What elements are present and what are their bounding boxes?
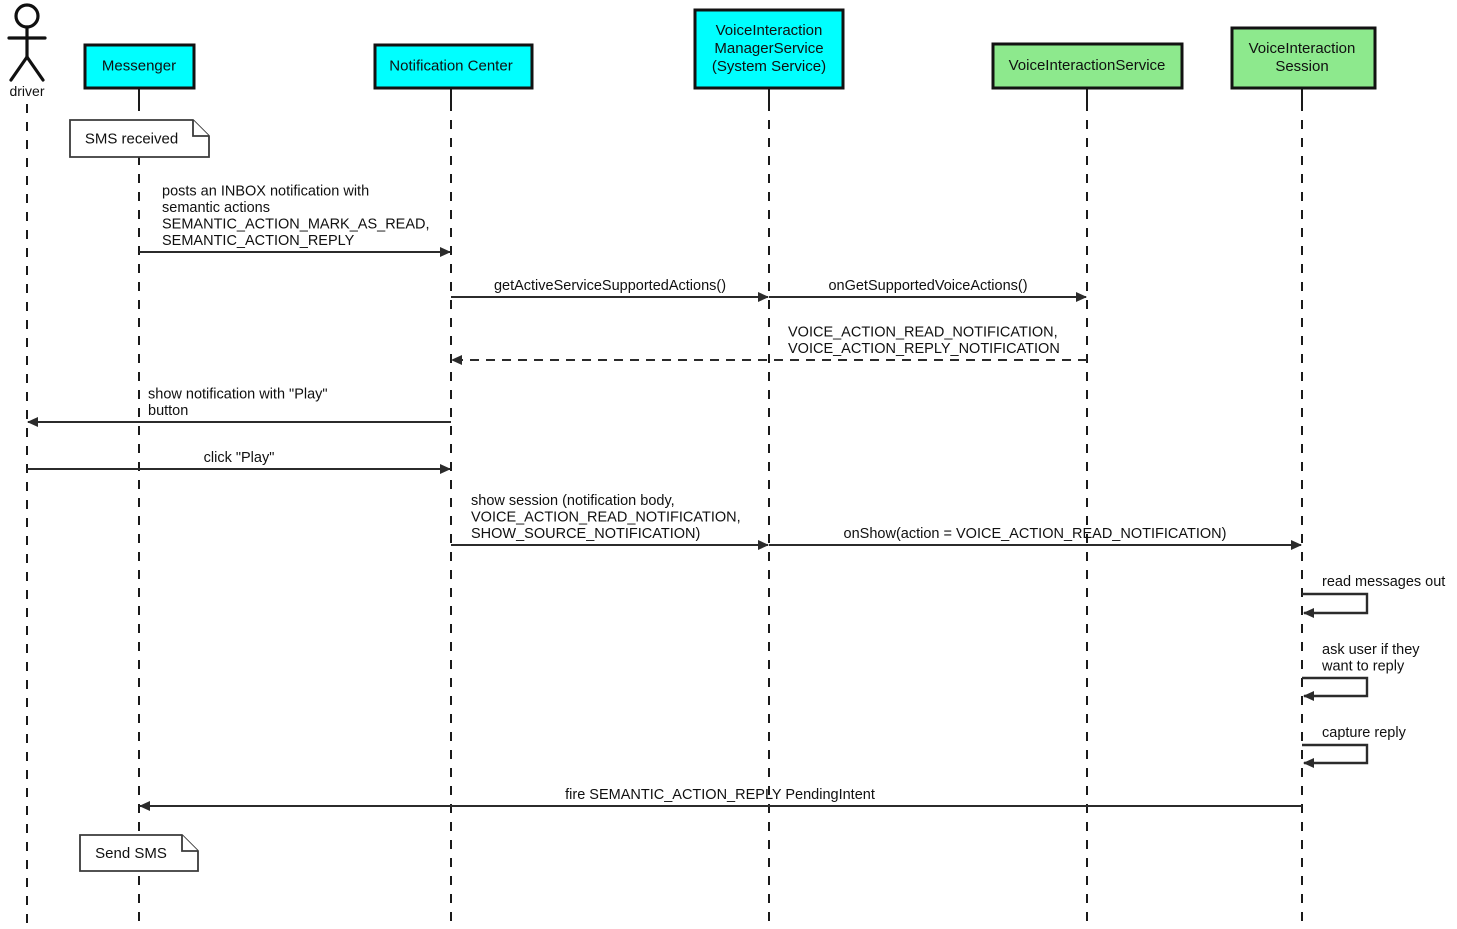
participant-vis[interactable]: VoiceInteractionService — [991, 42, 1184, 90]
self-message-label-ask-user-if-they-want-to-reply: want to reply — [1321, 659, 1405, 675]
message-label-show-session: SHOW_SOURCE_NOTIFICATION) — [471, 526, 700, 542]
note-fold-sms-received — [192, 120, 209, 137]
participant-label-messenger: Messenger — [102, 57, 176, 74]
participant-label-notification_center: Notification Center — [389, 57, 512, 74]
messages-group: posts an INBOX notification withsemantic… — [27, 184, 1302, 811]
participant-messenger[interactable]: Messenger — [83, 43, 196, 90]
self-message-label-ask-user-if-they-want-to-reply: ask user if they — [1322, 642, 1420, 658]
participant-box-vis[interactable] — [991, 42, 1184, 90]
self-message-arrow-ask-user-if-they-want-to-reply — [1302, 676, 1369, 701]
participant-label-session: VoiceInteraction — [1249, 40, 1356, 57]
message-label-on-get-supported-voice-actions: onGetSupportedVoiceActions() — [828, 278, 1027, 294]
message-get-active-service-supported-actions: getActiveServiceSupportedActions() — [451, 278, 769, 302]
message-label-post-inbox-notification: SEMANTIC_ACTION_REPLY — [162, 233, 355, 249]
participant-box-notification_center[interactable] — [373, 43, 534, 90]
self-message-capture-reply: capture reply — [1302, 725, 1407, 768]
note-body-sms-received — [69, 119, 210, 158]
participant-box-vims[interactable] — [693, 8, 845, 90]
message-label-return-supported-voice-actions: VOICE_ACTION_REPLY_NOTIFICATION — [788, 341, 1060, 357]
message-label-show-notification-play-button: show notification with "Play" — [148, 387, 328, 403]
self-message-read-messages-out: read messages out — [1302, 574, 1445, 618]
message-label-on-show: onShow(action = VOICE_ACTION_READ_NOTIFI… — [844, 526, 1227, 542]
lifelines-group — [26, 88, 1303, 925]
participant-label-vims: VoiceInteraction — [716, 22, 823, 39]
message-label-show-session: VOICE_ACTION_READ_NOTIFICATION, — [471, 510, 741, 526]
message-label-click-play: click "Play" — [204, 450, 275, 466]
message-label-post-inbox-notification: SEMANTIC_ACTION_MARK_AS_READ, — [162, 217, 430, 233]
actor-leg-right — [25, 55, 45, 82]
note-body-send-sms — [79, 834, 199, 872]
participant-box-session[interactable] — [1230, 26, 1377, 90]
message-click-play: click "Play" — [27, 450, 451, 474]
participant-box-messenger[interactable] — [83, 43, 196, 90]
message-label-post-inbox-notification: semantic actions — [162, 200, 270, 216]
self-message-label-capture-reply: capture reply — [1322, 725, 1407, 741]
actor-label: driver — [9, 83, 44, 99]
message-on-show: onShow(action = VOICE_ACTION_READ_NOTIFI… — [769, 526, 1302, 550]
participant-label-vims: (System Service) — [712, 58, 826, 75]
message-show-session: show session (notification body,VOICE_AC… — [451, 493, 769, 550]
note-sms-received: SMS received — [69, 119, 210, 158]
self-message-arrow-capture-reply — [1302, 743, 1369, 768]
message-label-show-notification-play-button: button — [148, 403, 188, 419]
actor-head — [14, 3, 40, 29]
message-label-get-active-service-supported-actions: getActiveServiceSupportedActions() — [494, 278, 726, 294]
self-message-label-read-messages-out: read messages out — [1322, 574, 1445, 590]
participant-label-vims: ManagerService — [714, 40, 823, 57]
actor-leg-left — [9, 55, 29, 82]
note-send-sms: Send SMS — [79, 834, 199, 872]
message-post-inbox-notification: posts an INBOX notification withsemantic… — [139, 184, 451, 257]
message-label-show-session: show session (notification body, — [471, 493, 675, 509]
message-label-fire-semantic-action-reply-pending-intent: fire SEMANTIC_ACTION_REPLY PendingIntent — [565, 787, 875, 803]
note-label-sms-received: SMS received — [85, 130, 178, 147]
message-return-supported-voice-actions: VOICE_ACTION_READ_NOTIFICATION,VOICE_ACT… — [451, 325, 1087, 365]
participant-boxes-group: Messenger Notification Center VoiceInterac… — [83, 8, 1377, 90]
message-label-post-inbox-notification: posts an INBOX notification with — [162, 184, 369, 200]
participant-label-session: Session — [1275, 58, 1328, 75]
actor-driver: driver — [7, 3, 47, 99]
message-on-get-supported-voice-actions: onGetSupportedVoiceActions() — [769, 278, 1087, 302]
message-fire-semantic-action-reply-pending-intent: fire SEMANTIC_ACTION_REPLY PendingIntent — [139, 787, 1302, 811]
message-label-return-supported-voice-actions: VOICE_ACTION_READ_NOTIFICATION, — [788, 325, 1058, 341]
participant-label-vis: VoiceInteractionService — [1009, 57, 1166, 74]
message-show-notification-play-button: show notification with "Play"button — [27, 387, 451, 427]
note-fold-send-sms — [181, 835, 198, 852]
self-message-arrow-read-messages-out — [1302, 592, 1369, 618]
participant-notification_center[interactable]: Notification Center — [373, 43, 534, 90]
note-label-send-sms: Send SMS — [95, 845, 167, 862]
